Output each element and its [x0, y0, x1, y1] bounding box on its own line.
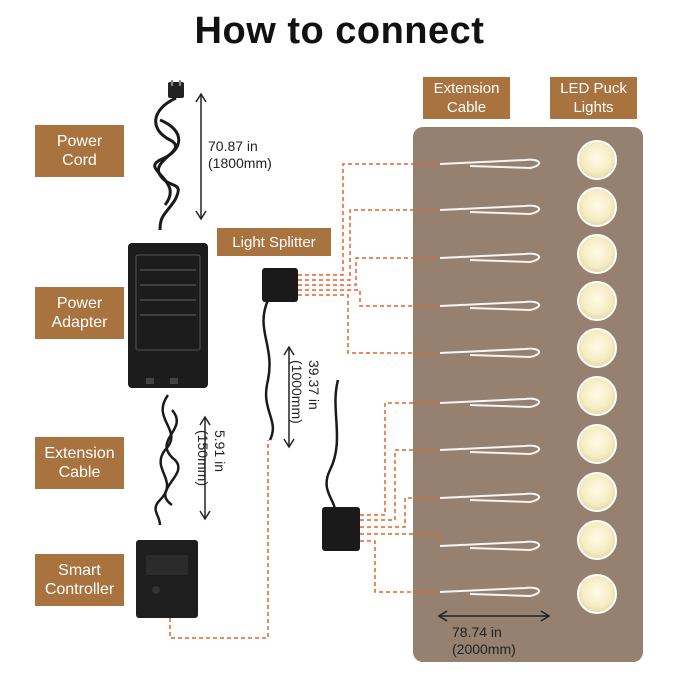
label-extension-cable-left: Extension Cable — [35, 437, 124, 489]
puck-light-6 — [577, 376, 617, 416]
power-cord-length: 70.87 in (1800mm) — [208, 138, 272, 171]
label-led-puck-lights: LED Puck Lights — [550, 77, 637, 119]
puck-light-9 — [577, 520, 617, 560]
power-cord-icon — [153, 80, 184, 231]
extension-short-dimension-arrow — [199, 415, 211, 521]
extension-cables-white — [439, 158, 540, 598]
puck-light-2 — [577, 187, 617, 227]
label-power-cord: Power Cord — [35, 125, 124, 177]
light-splitter-bottom-icon — [322, 379, 360, 551]
label-smart-controller: Smart Controller — [35, 554, 124, 606]
puck-light-3 — [577, 234, 617, 274]
label-extension-cable-top: Extension Cable — [423, 77, 510, 119]
puck-light-1 — [577, 140, 617, 180]
extension-long-dimension-arrow — [437, 610, 551, 622]
light-splitter-top-icon — [262, 268, 298, 441]
puck-light-4 — [577, 281, 617, 321]
label-light-splitter: Light Splitter — [217, 228, 331, 256]
puck-light-10 — [577, 574, 617, 614]
smart-controller-icon — [136, 540, 198, 618]
power-adapter-icon — [128, 243, 208, 388]
dashed-connectors — [169, 163, 441, 639]
extension-long-length: 78.74 in (2000mm) — [452, 624, 516, 657]
led-puck-lights — [577, 140, 617, 614]
extension-cable-short-icon — [154, 394, 180, 526]
splitter-dimension-arrow — [283, 345, 295, 449]
puck-light-7 — [577, 424, 617, 464]
extension-short-length: 5.91 in (150mm) — [195, 430, 228, 487]
splitter-cable-length: 39.37 in (1000mm) — [289, 360, 322, 424]
power-cord-dimension-arrow — [195, 92, 207, 221]
label-power-adapter: Power Adapter — [35, 287, 124, 339]
puck-light-8 — [577, 472, 617, 512]
puck-light-5 — [577, 328, 617, 368]
page-title: How to connect — [194, 10, 485, 52]
